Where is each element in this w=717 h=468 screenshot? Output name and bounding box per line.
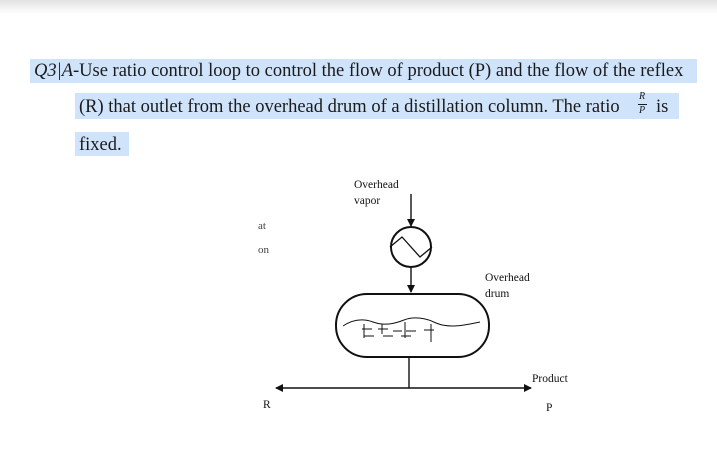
question-line-3-text: fixed. xyxy=(79,135,122,155)
selection-highlight-line3 xyxy=(75,132,129,156)
liquid-surface-wave xyxy=(342,317,481,327)
overhead-vapor-label-2: vapor xyxy=(354,195,381,207)
overhead-drum xyxy=(335,293,490,358)
question-line-1: Q3|A-Use ratio control loop to control t… xyxy=(34,60,683,82)
condenser-coil xyxy=(389,236,433,258)
overhead-drum-label-1: Overhead xyxy=(485,272,530,284)
cropped-label-1: at xyxy=(258,220,266,232)
fraction-numerator: R xyxy=(638,91,646,102)
question-line-2-end-text: is xyxy=(656,97,669,117)
question-line-2-end: is xyxy=(656,96,668,118)
fraction-bar xyxy=(638,104,647,105)
overhead-drum-label-2: drum xyxy=(485,288,510,300)
cropped-label-2: on xyxy=(258,244,269,256)
window-top-shadow xyxy=(0,0,717,14)
question-line-2: (R) that outlet from the overhead drum o… xyxy=(79,96,620,118)
question-line-2-text: (R) that outlet from the overhead drum o… xyxy=(79,97,620,117)
selection-highlight-line1 xyxy=(30,59,697,83)
product-symbol: P xyxy=(546,402,553,414)
fraction-denominator: P xyxy=(638,105,646,116)
question-number: Q3|A xyxy=(34,61,73,81)
question-line-1-text: -Use ratio control loop to control the f… xyxy=(73,61,684,81)
product-label: Product xyxy=(532,373,568,385)
selection-highlight-line2 xyxy=(75,93,679,119)
overhead-vapor-label-1: Overhead xyxy=(354,179,399,191)
reflux-symbol: R xyxy=(263,399,271,411)
question-line-3: fixed. xyxy=(79,134,122,156)
